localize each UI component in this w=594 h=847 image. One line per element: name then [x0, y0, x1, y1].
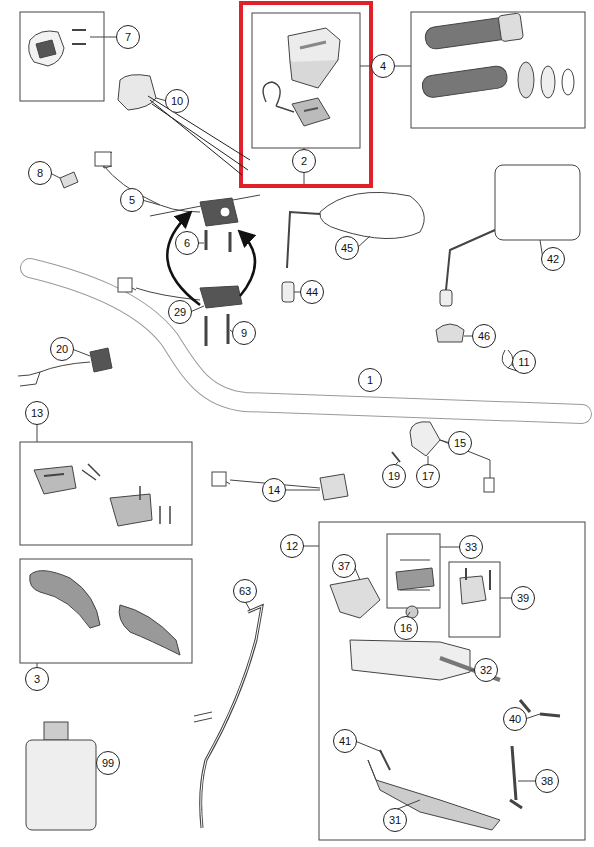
- callout-number: 3: [25, 667, 49, 691]
- callout-number: 46: [472, 324, 496, 348]
- callout-number: 44: [300, 280, 324, 304]
- callout-number: 1: [358, 368, 382, 392]
- callout-number: 19: [382, 464, 406, 488]
- callout-number: 38: [535, 769, 559, 793]
- callout-number: 8: [28, 161, 52, 185]
- callout-number: 13: [25, 401, 49, 425]
- callout-number: 7: [116, 25, 140, 49]
- callout-number: 9: [232, 321, 256, 345]
- callout-number: 12: [280, 534, 304, 558]
- callout-number: 29: [168, 300, 192, 324]
- callout-number: 4: [371, 54, 395, 78]
- callout-number: 41: [333, 729, 357, 753]
- callout-number: 99: [96, 751, 120, 775]
- callout-number: 20: [50, 337, 74, 361]
- callout-number: 33: [459, 535, 483, 559]
- callout-number: 40: [503, 707, 527, 731]
- callout-number: 39: [511, 586, 535, 610]
- callout-number: 42: [541, 247, 565, 271]
- callout-number: 37: [332, 554, 356, 578]
- callout-number: 6: [175, 231, 199, 255]
- callout-number: 14: [262, 478, 286, 502]
- callout-number: 11: [512, 350, 536, 374]
- callout-number: 16: [394, 616, 418, 640]
- callout-number: 10: [165, 89, 189, 113]
- callout-number: 32: [474, 658, 498, 682]
- callout-number: 31: [383, 808, 407, 832]
- callout-number: 2: [292, 149, 316, 173]
- callout-number: 15: [448, 431, 472, 455]
- callout-number: 63: [233, 579, 257, 603]
- callout-number: 5: [120, 188, 144, 212]
- callout-number: 45: [335, 236, 359, 260]
- callout-number: 17: [416, 464, 440, 488]
